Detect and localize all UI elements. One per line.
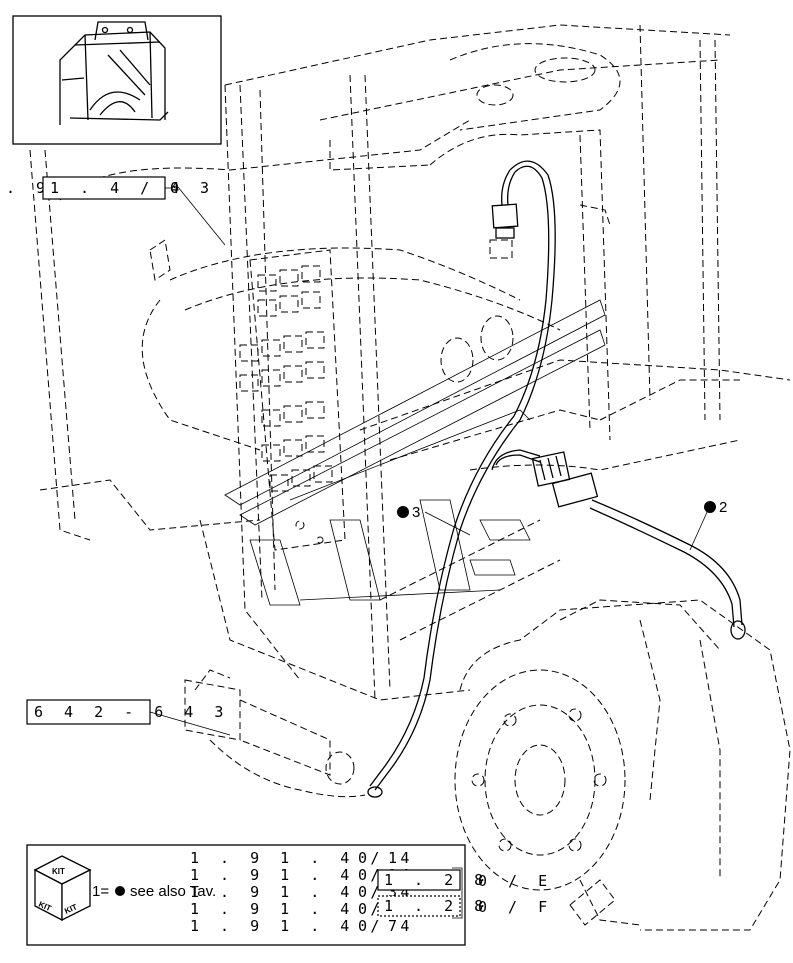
- legend-bullet: [115, 886, 125, 896]
- legend-row-code: 1 . 9 1 . 4 / 4: [190, 917, 415, 935]
- harness-2: [551, 472, 746, 640]
- transmission-housing: [454, 599, 791, 931]
- legend-frame: [26, 844, 466, 946]
- tav-suffix-2: 0 / F: [478, 898, 553, 916]
- cab-thumbnail: [12, 15, 222, 145]
- legend-row-code: 1 . 9 1 . 4 / 4: [190, 883, 415, 901]
- legend-rows: 1 . 9 1 . 4 / 40 11 . 9 1 . 4 / 40 21 . …: [190, 849, 415, 935]
- dashed-connectors: [440, 204, 611, 383]
- kit-cube-icon: KIT KIT KIT: [33, 855, 92, 922]
- ref-suffix: 0 3: [170, 179, 215, 197]
- ref-642-box: [26, 699, 151, 725]
- item-2-label: 2: [719, 499, 727, 516]
- legend-row-code: 1 . 9 1 . 4 / 4: [190, 900, 415, 918]
- ref-prefix: . 9: [6, 179, 51, 197]
- ref-callout-top-left: . 9 1 . 4 / 4 0 3: [6, 176, 215, 200]
- bullet-dot: [704, 501, 716, 513]
- item-marker-2: 2: [704, 499, 727, 516]
- tav-suffix-1: 0 / E: [478, 872, 553, 890]
- cab-icon: [59, 21, 169, 125]
- bullet-dot: [397, 506, 409, 518]
- tav-box-2-text: 1 . 2 8: [384, 897, 489, 915]
- legend-see-also: see also Tav.: [130, 883, 216, 900]
- tractor-frame-dashed: [29, 24, 791, 701]
- harness-3: [367, 160, 571, 798]
- item-3-label: 3: [412, 504, 420, 521]
- tav-box-1-text: 1 . 2 8: [384, 871, 489, 889]
- kit-legend: KIT KIT KIT 1= see also Tav. 1 . 9 1 . 4…: [26, 844, 553, 946]
- watermark-logo: [224, 299, 606, 606]
- tav-box-2: 1 . 2 8: [377, 895, 489, 917]
- ref-642-text: 6 4 2 - 6 4 3: [34, 703, 229, 721]
- actuator-assembly: [184, 669, 366, 798]
- ref-callout-642-643: 6 4 2 - 6 4 3: [26, 699, 229, 725]
- legend-bracket: [452, 867, 463, 919]
- legend-row-suffix: 0 7: [358, 917, 403, 935]
- kit-top: KIT: [52, 867, 65, 876]
- legend-row-code: 1 . 9 1 . 4 / 4: [190, 866, 415, 884]
- ref-box-text: 1 . 4 / 4: [50, 179, 185, 197]
- relay-fuse-panel: [149, 239, 346, 551]
- tav-box-1: 1 . 2 8: [377, 869, 489, 891]
- leader-lines: [149, 186, 709, 736]
- legend-row-code: 1 . 9 1 . 4 / 4: [190, 849, 415, 867]
- legend-equals: 1=: [92, 883, 109, 900]
- item-marker-3: 3: [397, 504, 420, 521]
- legend-row-suffix: 0 1: [358, 849, 403, 867]
